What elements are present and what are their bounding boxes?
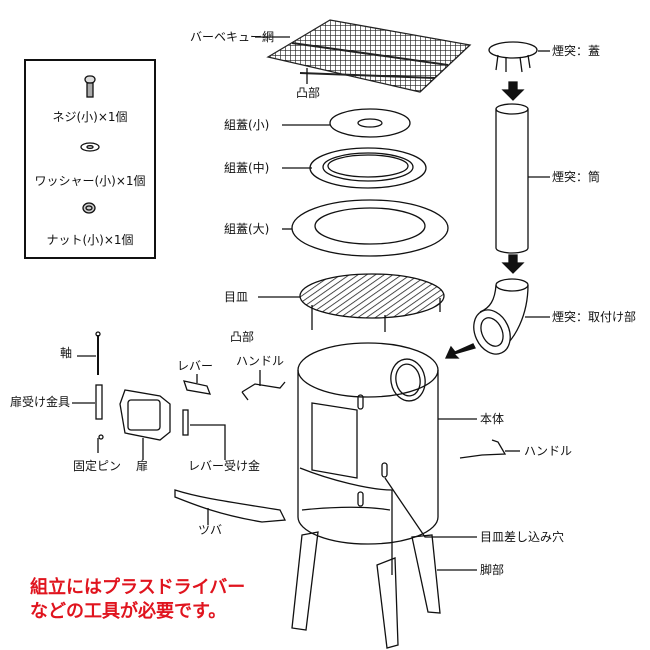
label-legs: 脚部	[480, 563, 505, 577]
nut-icon	[82, 202, 96, 214]
chimney-mount	[473, 278, 529, 355]
lever	[183, 380, 212, 395]
handle-right	[459, 439, 507, 459]
arrow-down-icon	[501, 81, 525, 101]
chimney-pipe	[495, 103, 529, 254]
tool-note-line1: 組立にはプラスドライバー	[30, 577, 246, 598]
legs	[291, 531, 441, 649]
label-body: 本体	[480, 412, 505, 426]
label-door-bracket: 扉受け金具	[10, 395, 71, 409]
screw-label: ネジ(小)×1個	[52, 110, 128, 124]
label-handle-left: ハンドル	[236, 354, 285, 368]
label-chimney-pipe: 煙突：筒	[552, 170, 601, 184]
screw-icon	[84, 75, 96, 98]
handle-left	[241, 381, 286, 401]
label-grate-slot: 目皿差し込み穴	[480, 530, 565, 544]
washer-icon	[80, 142, 100, 152]
bbq-grill	[266, 19, 472, 93]
label-lid-large: 組蓋(大)	[224, 222, 270, 236]
label-brim: ツバ	[198, 523, 223, 537]
label-shaft: 軸	[60, 346, 73, 360]
label-bbq-grill: バーベキュー網	[190, 30, 275, 44]
door	[119, 389, 171, 441]
tool-note-line2: などの工具が必要です。	[30, 601, 227, 622]
lid-small	[329, 108, 411, 138]
label-lever: レバー	[177, 359, 214, 373]
stove-body	[297, 342, 439, 575]
brim	[174, 489, 287, 523]
label-handle-right: ハンドル	[524, 444, 573, 458]
chimney-cap	[488, 41, 538, 59]
label-lid-medium: 組蓋(中)	[224, 161, 270, 175]
arrow-down-icon	[501, 254, 525, 274]
lid-large	[291, 199, 449, 257]
lever-bracket	[182, 409, 189, 436]
label-protrusion-top: 凸部	[296, 86, 321, 100]
label-door: 扉	[136, 459, 149, 473]
washer-label: ワッシャー(小)×1個	[34, 174, 146, 188]
label-fixing-pin: 固定ピン	[73, 459, 122, 473]
label-protrusion-bottom: 凸部	[230, 330, 255, 344]
arrow-icon	[444, 343, 476, 359]
shaft	[95, 331, 101, 375]
label-chimney-mount: 煙突：取付け部	[552, 310, 637, 324]
label-lid-small: 組蓋(小)	[224, 118, 270, 132]
label-lever-bracket: レバー受け金	[188, 459, 261, 473]
door-bracket	[95, 384, 103, 420]
grate	[299, 273, 445, 319]
label-grate: 目皿	[224, 290, 249, 304]
nut-label: ナット(小)×1個	[46, 233, 134, 247]
lid-medium	[309, 147, 427, 189]
parts-box	[24, 59, 156, 259]
fixing-pin	[97, 434, 104, 453]
label-chimney-cap: 煙突：蓋	[552, 44, 601, 58]
